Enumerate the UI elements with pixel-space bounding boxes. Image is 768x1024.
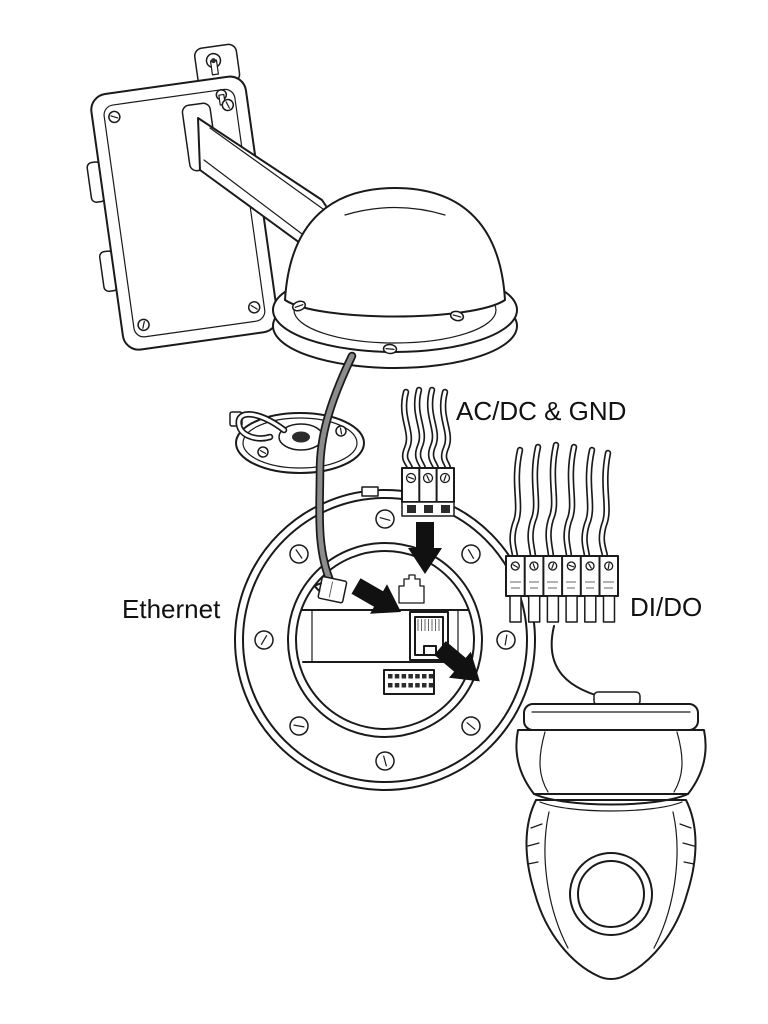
screw-icon [375,509,395,529]
screw-icon [108,110,121,124]
rj45-jack-icon [398,574,425,604]
screw-icon [257,446,269,458]
ethernet-port [409,611,449,661]
dido-wires [509,441,612,560]
screw-icon [289,544,309,564]
arrow-ethernet-icon [351,578,402,614]
rj45-plug-icon [313,575,348,604]
screw-icon [137,318,150,332]
arrow-power-icon [408,522,442,574]
screw-icon [461,544,481,564]
screw-icon [375,751,395,771]
mount-dome-cap [272,187,518,369]
screw-icon [291,300,307,312]
screw-icon [382,343,398,355]
leader-curve [550,625,615,701]
keyhole-slot-icon [215,89,228,106]
screw-icon [289,716,309,736]
screw-icon [221,98,235,112]
camera-lens [569,852,653,936]
acdc-terminal-block [401,467,455,517]
ptz-camera [515,691,707,980]
screw-icon [449,310,465,322]
power-cable [313,351,357,604]
screw-icon [335,425,347,437]
screw-icon [461,716,481,736]
screw-icon [254,630,274,650]
coupling-ring [229,411,365,474]
label-acdc: AC/DC & GND [456,396,626,426]
arrow-io-icon [434,641,480,682]
acdc-wires [400,386,452,472]
keyhole-slot-icon [205,52,222,76]
connector-board [301,574,469,695]
label-ethernet: Ethernet [122,594,221,624]
screw-icon [247,301,261,314]
label-dido: DI/DO [630,592,702,622]
camera-base-plate [234,486,536,791]
screw-icon [496,630,516,650]
io-pin-header [383,669,435,695]
dido-terminal-block [505,555,619,623]
